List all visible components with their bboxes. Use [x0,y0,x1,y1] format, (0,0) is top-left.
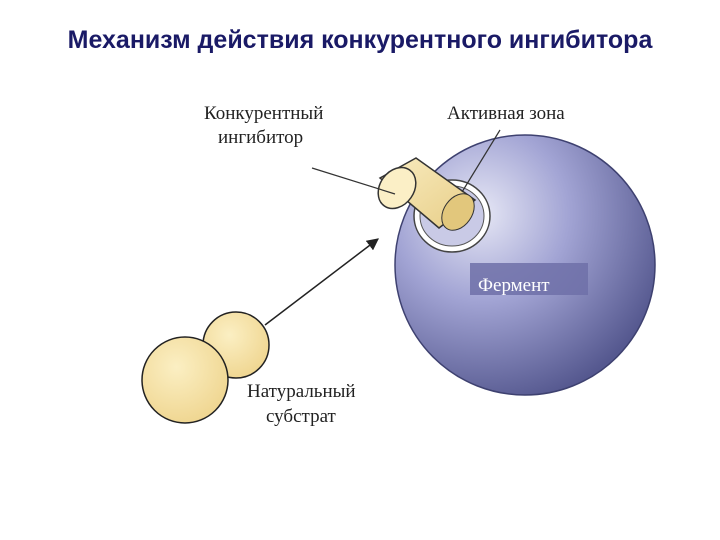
substrate-label-line1: Натуральный [247,381,356,402]
active-site-pointer [461,129,501,193]
inhibitor-pointer [311,167,396,195]
enzyme-label: Фермент [478,275,550,296]
natural-substrate [141,311,270,424]
inhibitor-label-line1: Конкурентный [204,103,323,124]
slide-title: Механизм действия конкурентного ингибито… [67,26,653,54]
competitive-inhibitor-shape [377,157,477,231]
inhibitor-label-line2: ингибитор [218,127,303,148]
substrate-label-line2: субстрат [266,406,337,427]
substrate-arrow [264,238,379,326]
enzyme-label-box [470,263,588,295]
active-site-label: Активная зона [447,103,565,124]
